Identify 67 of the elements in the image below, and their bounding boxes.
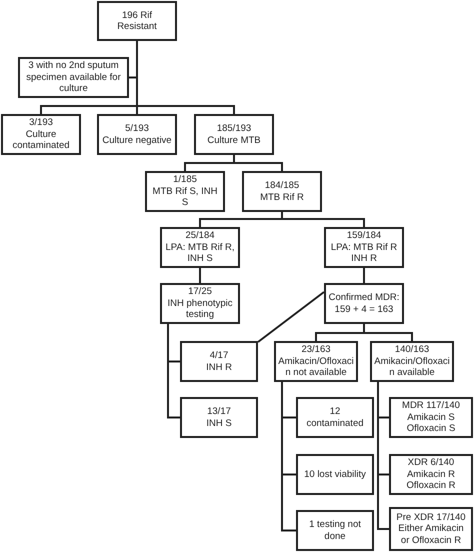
box-text: INH R	[206, 362, 232, 373]
flow-box	[160, 227, 240, 268]
box-heading: MDR 117/140	[402, 400, 460, 412]
box-heading: 23/163	[301, 344, 331, 356]
box-heading: 5/193	[125, 123, 149, 134]
flow-box	[97, 114, 177, 155]
box-heading: 12 contaminated	[305, 406, 365, 429]
box-text: INH S	[206, 418, 232, 429]
box-heading: 185/193	[216, 123, 252, 134]
connector-line	[281, 382, 296, 532]
flow-box	[274, 341, 358, 382]
box-heading: 3 with no 2nd sputum specimen available for culture	[25, 60, 122, 95]
box-heading: 3/193	[29, 117, 53, 129]
box-text: 159 + 4 = 163	[334, 304, 394, 315]
connector-line	[363, 268, 365, 283]
box-heading: 140/163	[394, 344, 430, 356]
flow-box	[389, 507, 473, 551]
flow-box	[180, 397, 258, 438]
box-text: Amikacin/Ofloxacin available	[374, 356, 450, 379]
box-heading: 196 Rif Resistant	[116, 10, 158, 32]
box-heading: Confirmed MDR:	[328, 292, 400, 304]
box-text: LPA: MTB Rif R, INH S	[164, 242, 236, 265]
box-heading: 4/17	[210, 350, 228, 362]
flow-box	[160, 283, 240, 324]
flow-box	[324, 283, 404, 324]
box-heading: 10 lost viability	[304, 468, 366, 480]
flow-box	[389, 397, 473, 438]
box-heading: 159/184	[346, 230, 382, 242]
connector-line	[233, 155, 283, 171]
box-heading: 184/185	[264, 180, 300, 192]
box-text: Amikacin/Ofloxacin not available	[278, 356, 354, 379]
connector-line	[377, 382, 389, 530]
connector-line	[136, 41, 235, 114]
box-text: INH phenotypic testing	[166, 298, 234, 321]
box-heading: 17/25	[188, 286, 212, 298]
box-text: MTB Rif R	[260, 192, 304, 203]
flow-box	[194, 114, 274, 155]
flow-box	[180, 341, 258, 382]
box-text: Culture negative	[102, 134, 172, 146]
flow-box	[389, 454, 473, 495]
flow-box	[145, 171, 225, 212]
box-heading: XDR 6/140	[408, 457, 454, 469]
box-heading: 1 testing not done	[308, 519, 362, 542]
flow-box	[296, 454, 374, 495]
box-text: Culture MTB	[207, 134, 261, 146]
flow-box	[1, 114, 81, 155]
box-heading: Pre XDR 17/140	[396, 512, 466, 524]
box-text: Culture contaminated	[11, 128, 71, 152]
box-heading: 1/185	[173, 174, 197, 186]
flow-box	[18, 57, 129, 98]
connector-line	[257, 291, 325, 343]
box-text: Amikacin S Ofloxacin S	[406, 412, 456, 435]
flow-box	[97, 1, 177, 41]
box-heading: 25/184	[185, 230, 215, 242]
flow-box	[370, 341, 454, 382]
connector-line	[167, 324, 180, 418]
flow-box	[242, 171, 322, 212]
box-text: Amikacin R Ofloxacin R	[405, 468, 457, 492]
box-text: Either Amikacin or Ofloxacin R	[397, 523, 465, 546]
flow-box	[296, 397, 374, 438]
flow-box	[296, 510, 374, 551]
flow-box	[324, 227, 404, 268]
box-text: LPA: MTB Rif R INH R	[330, 242, 398, 265]
connector-line	[363, 324, 413, 341]
box-heading: 13/17	[207, 406, 231, 418]
box-text: MTB Rif S, INH S	[152, 186, 218, 209]
connector-line	[199, 268, 201, 283]
